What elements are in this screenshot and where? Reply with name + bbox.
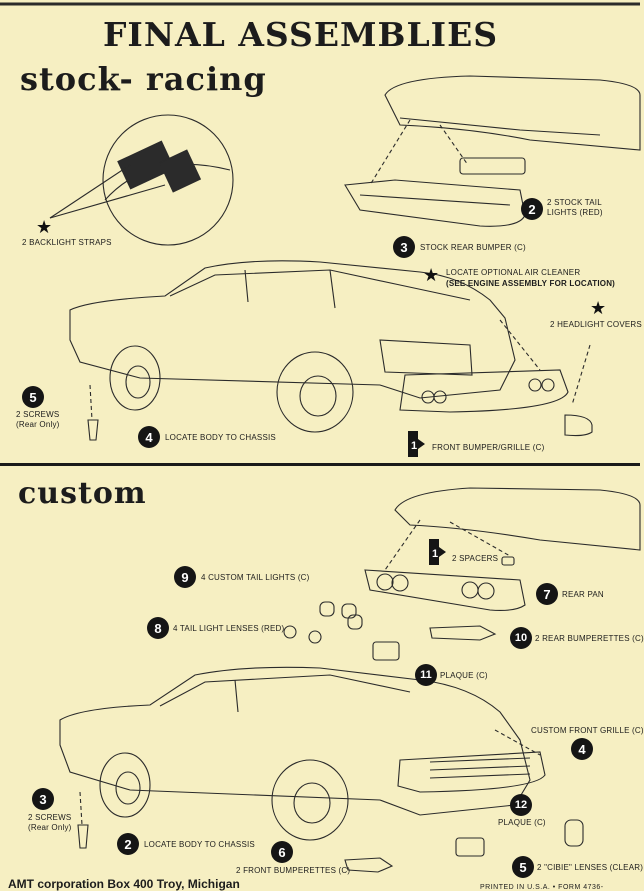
- step-badge-6: 6: [271, 841, 293, 863]
- section-heading-stock-racing: stock- racing: [20, 60, 267, 98]
- step-badge-5: 5: [22, 386, 44, 408]
- backlight-straps-label: 2 BACKLIGHT STRAPS: [22, 238, 112, 247]
- stock-tail-lights-label: 2 STOCK TAIL LIGHTS (Red): [547, 198, 603, 217]
- step-badge-9: 9: [174, 566, 196, 588]
- screws-label: 2 SCREWS (Rear Only): [16, 410, 60, 429]
- step-number-1: 1: [432, 548, 438, 560]
- first-step-arrow-icon: 1: [429, 539, 446, 565]
- section-heading-custom: custom: [18, 476, 147, 511]
- headlight-covers-label: 2 HEADLIGHT COVERS: [550, 320, 642, 329]
- step-badge-3: 3: [393, 236, 415, 258]
- step-badge-12: 12: [510, 794, 532, 816]
- step-number-1: 1: [411, 440, 417, 452]
- step-badge-2: 2: [521, 198, 543, 220]
- optional-star-icon: ★: [36, 217, 53, 237]
- rear-bumperettes-label: 2 REAR BUMPERETTES (C): [535, 634, 644, 643]
- optional-star-icon: ★: [423, 265, 440, 285]
- page-title: FINAL ASSEMBLIES: [103, 15, 499, 54]
- step-badge-4: 4: [138, 426, 160, 448]
- step-badge-4: 4: [571, 738, 593, 760]
- locate-body-label: LOCATE BODY TO CHASSIS: [165, 433, 276, 442]
- air-cleaner-label: LOCATE OPTIONAL AIR CLEANER: [446, 268, 581, 277]
- step-badge-2: 2: [117, 833, 139, 855]
- optional-star-icon: ★: [590, 298, 607, 318]
- spacers-label: 2 SPACERS: [452, 554, 499, 563]
- locate-body-label: LOCATE BODY TO CHASSIS: [144, 840, 255, 849]
- step-badge-10: 10: [510, 627, 532, 649]
- custom-tail-lights-label: 4 CUSTOM TAIL LIGHTS (C): [201, 573, 310, 582]
- tail-light-lenses-label: 4 TAIL LIGHT LENSES (Red): [173, 624, 285, 633]
- step-badge-7: 7: [536, 583, 558, 605]
- printed-notice: PRINTED IN U.S.A. • FORM 4736-: [480, 884, 604, 891]
- plaque-label: PLAQUE (C): [498, 818, 546, 827]
- rear-pan-label: REAR PAN: [562, 590, 604, 599]
- front-bumper-grille-label: FRONT BUMPER/GRILLE (C): [432, 443, 545, 452]
- air-cleaner-note: (See Engine Assembly for Location): [446, 279, 616, 288]
- cibie-lenses-label: 2 "CIBIE" LENSES (Clear): [537, 863, 644, 872]
- step-badge-8: 8: [147, 617, 169, 639]
- step-badge-11: 11: [415, 664, 437, 686]
- section-divider: [0, 463, 640, 466]
- screws-label: 2 SCREWS (Rear Only): [28, 813, 72, 832]
- step-badge-3: 3: [32, 788, 54, 810]
- step-badge-5: 5: [512, 856, 534, 878]
- first-step-arrow-icon: 1: [408, 431, 425, 457]
- front-bumperettes-label: 2 FRONT BUMPERETTES (C): [236, 866, 351, 875]
- company-footer: AMT corporation Box 400 Troy, Michigan: [8, 877, 240, 891]
- stock-rear-bumper-label: STOCK REAR BUMPER (C): [420, 243, 526, 252]
- custom-front-grille-label: CUSTOM FRONT GRILLE (C): [531, 726, 644, 735]
- plaque-label: PLAQUE (C): [440, 671, 488, 680]
